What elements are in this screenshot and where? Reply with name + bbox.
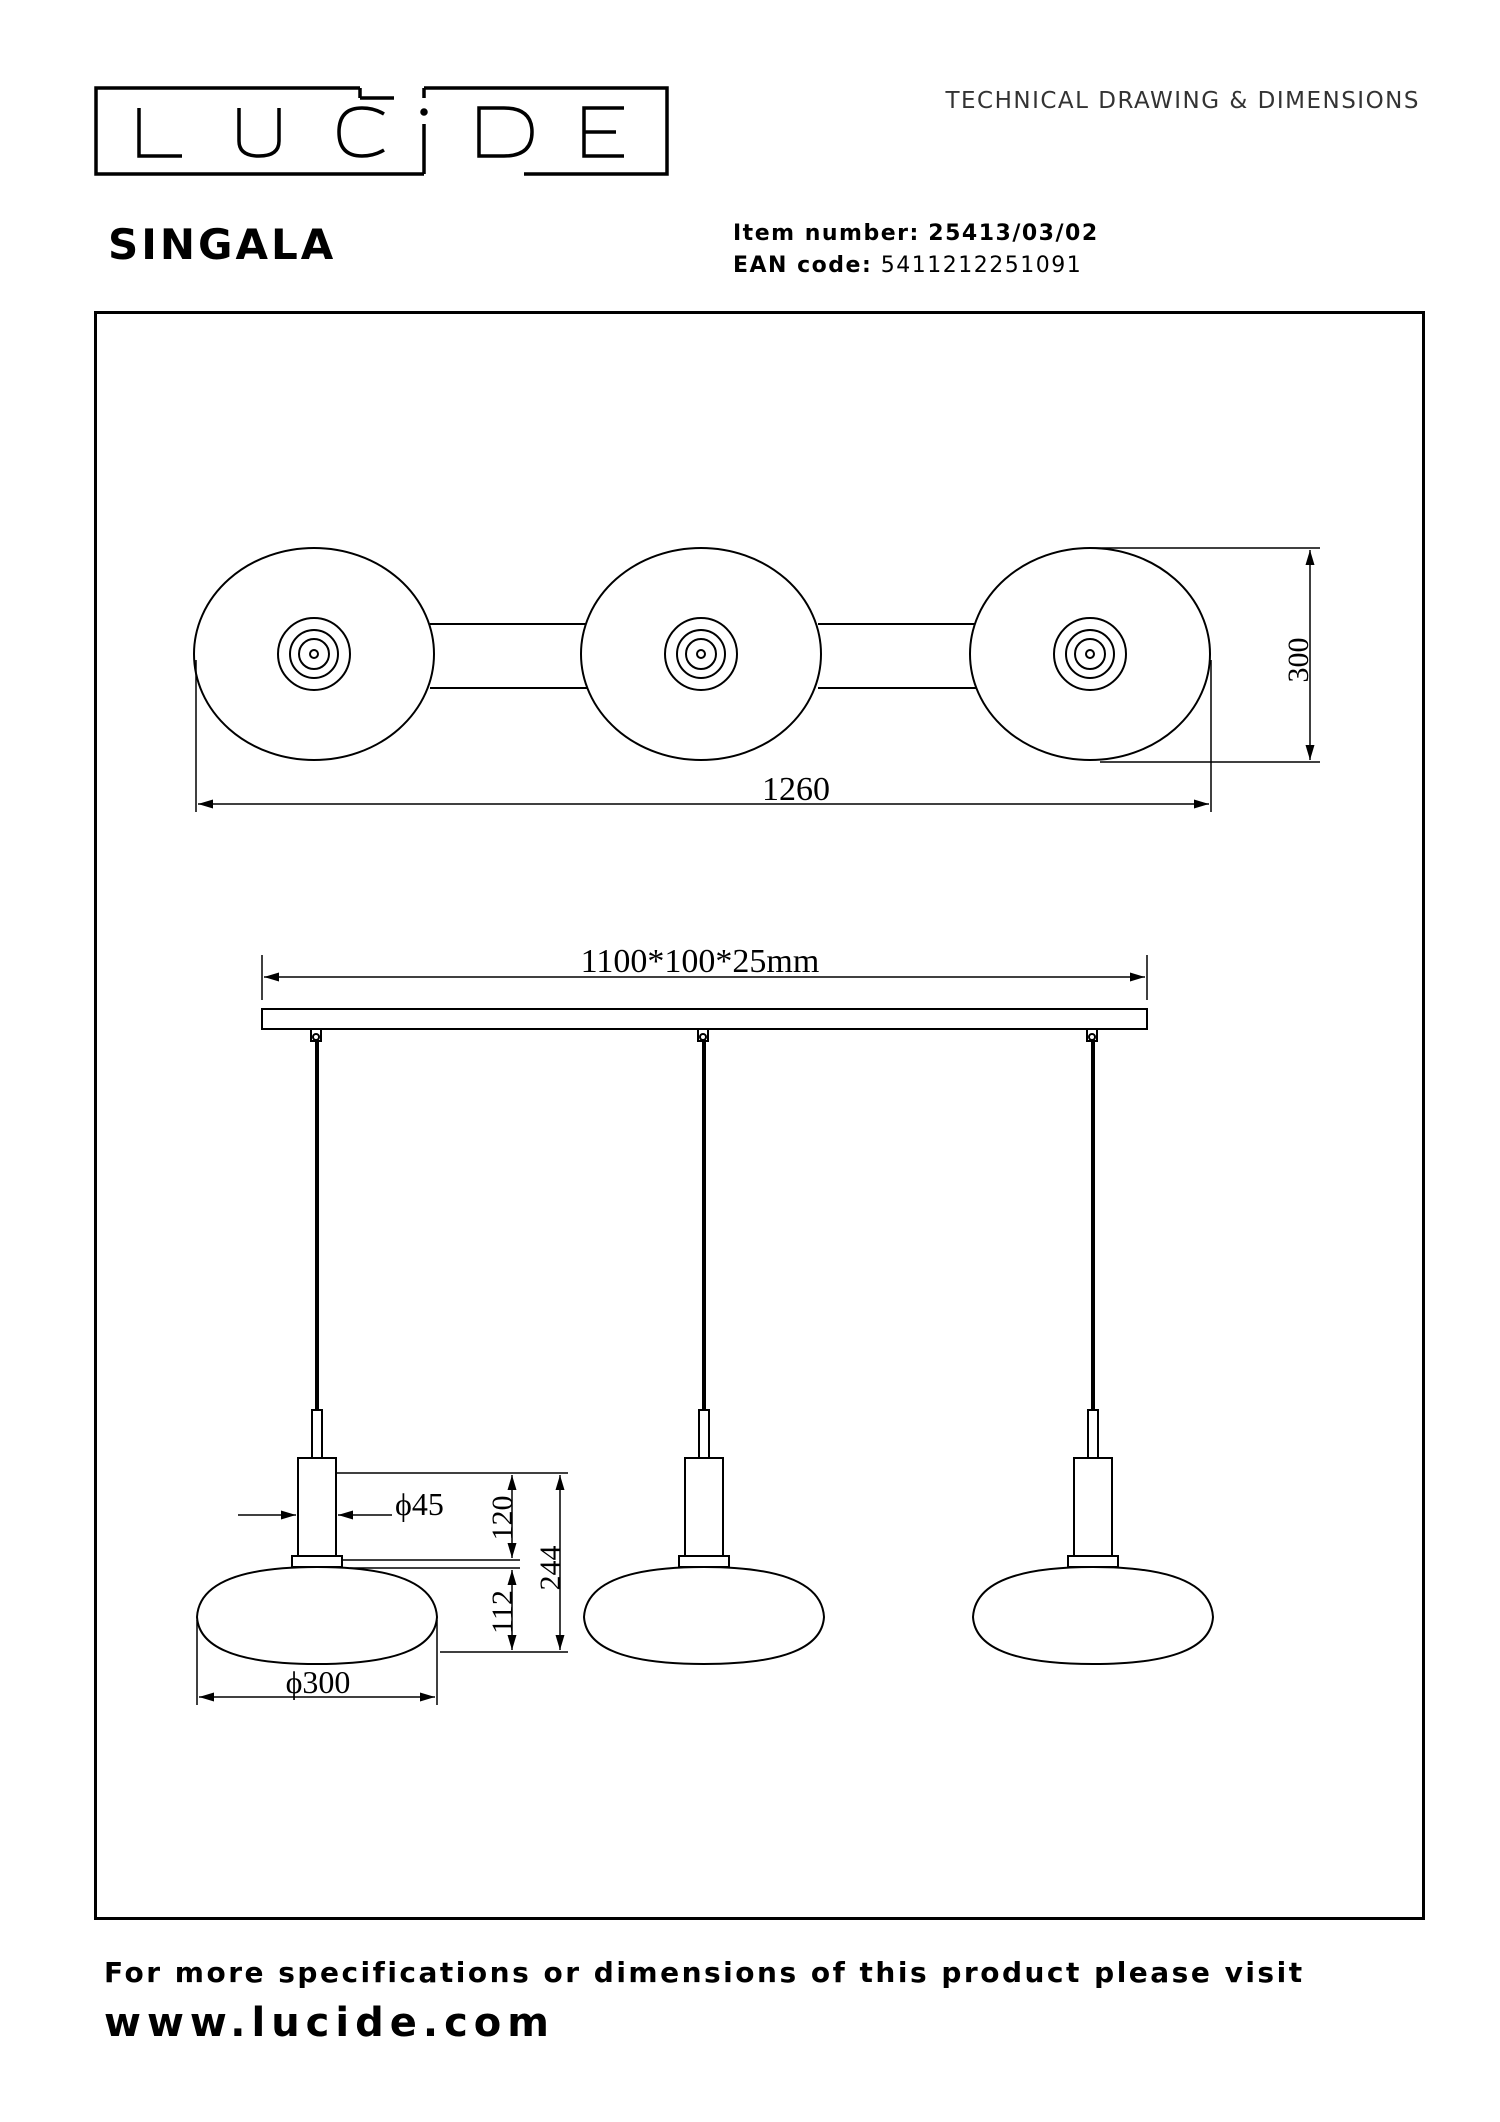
product-name: SINGALA <box>108 220 337 269</box>
top-view-shade-1 <box>193 547 435 761</box>
total-height-label: 244 <box>534 1546 567 1591</box>
top-view <box>193 547 1320 812</box>
pendant-2 <box>582 1028 826 1666</box>
shade-diameter-label: ϕ300 <box>286 1664 351 1700</box>
ean-row: EAN code: 5411212251091 <box>733 250 1099 282</box>
canopy-bar <box>261 1008 1148 1030</box>
shade-height-label: 112 <box>486 1590 519 1634</box>
top-view-shade-2 <box>580 547 822 761</box>
item-number-label: Item number: <box>733 221 920 246</box>
top-view-shade-3 <box>969 547 1211 761</box>
width-1260-label: 1260 <box>762 771 830 808</box>
canopy-dims-label: 1100*100*25mm <box>581 943 820 980</box>
product-info: Item number: 25413/03/02 EAN code: 54112… <box>733 218 1099 282</box>
item-number-value: 25413/03/02 <box>928 221 1099 246</box>
depth-300-label: 300 <box>1282 638 1315 683</box>
item-number-row: Item number: 25413/03/02 <box>733 218 1099 250</box>
pendant-1 <box>195 1028 439 1666</box>
document-title: TECHNICAL DRAWING & DIMENSIONS <box>945 88 1420 114</box>
lucide-logo <box>94 86 669 176</box>
ean-value: 5411212251091 <box>880 253 1083 278</box>
pendant-3 <box>971 1028 1215 1666</box>
footer-note: For more specifications or dimensions of… <box>104 1956 1305 1989</box>
front-view <box>195 955 1215 1705</box>
website-link[interactable]: www.lucide.com <box>104 2000 555 2046</box>
drawing-frame <box>94 311 1425 1920</box>
ean-label: EAN code: <box>733 253 873 278</box>
neck-diameter-label: ϕ45 <box>395 1486 444 1522</box>
neck-height-label: 120 <box>486 1496 519 1541</box>
